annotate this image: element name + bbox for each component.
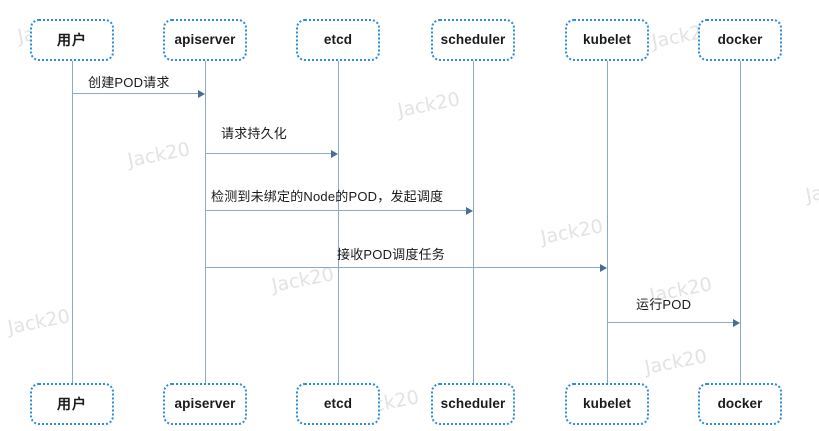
lifeline-kubelet bbox=[607, 61, 608, 383]
participant-box-docker-top[interactable]: docker bbox=[698, 19, 782, 61]
participant-box-apiserver-top[interactable]: apiserver bbox=[163, 19, 247, 61]
participant-label-user: 用户 bbox=[57, 32, 87, 48]
lifeline-scheduler bbox=[473, 61, 474, 383]
participant-box-kubelet-bottom[interactable]: kubelet bbox=[565, 383, 649, 425]
message-arrowhead-user-to-apiserver bbox=[198, 89, 205, 98]
message-arrowhead-apiserver-to-etcd bbox=[331, 149, 338, 158]
participant-box-apiserver-bottom[interactable]: apiserver bbox=[163, 383, 247, 425]
participant-label-docker: docker bbox=[717, 396, 763, 412]
participant-label-docker: docker bbox=[717, 32, 763, 48]
participant-box-docker-bottom[interactable]: docker bbox=[698, 383, 782, 425]
message-label-5: 运行POD bbox=[636, 297, 692, 312]
participant-label-user: 用户 bbox=[57, 396, 87, 412]
participant-box-etcd-bottom[interactable]: etcd bbox=[296, 383, 380, 425]
participant-label-kubelet: kubelet bbox=[583, 396, 631, 412]
lifeline-user bbox=[72, 61, 73, 383]
watermark: Jack20 bbox=[269, 263, 336, 297]
lifeline-docker bbox=[740, 61, 741, 383]
participant-label-scheduler: scheduler bbox=[440, 32, 506, 48]
message-arrowhead-apiserver-to-kubelet bbox=[600, 263, 607, 272]
participant-label-kubelet: kubelet bbox=[583, 32, 631, 48]
watermark: Jack20 bbox=[125, 138, 192, 172]
message-label-2: 请求持久化 bbox=[221, 126, 288, 141]
participant-box-user-bottom[interactable]: 用户 bbox=[30, 383, 114, 425]
watermark: Jack20 bbox=[5, 305, 72, 339]
watermark: Jack20 bbox=[395, 88, 462, 122]
message-label-1: 创建POD请求 bbox=[88, 75, 170, 90]
message-line-user-to-apiserver bbox=[72, 93, 199, 94]
message-label-3: 检测到未绑定的Node的POD，发起调度 bbox=[211, 189, 444, 204]
participant-box-scheduler-top[interactable]: scheduler bbox=[431, 19, 515, 61]
message-line-kubelet-to-docker bbox=[607, 322, 734, 323]
participant-label-apiserver: apiserver bbox=[174, 396, 236, 412]
message-arrowhead-apiserver-to-scheduler bbox=[466, 206, 473, 215]
message-line-apiserver-to-scheduler bbox=[205, 210, 467, 211]
participant-box-etcd-top[interactable]: etcd bbox=[296, 19, 380, 61]
watermark: Jack20 bbox=[642, 345, 709, 379]
participant-label-etcd: etcd bbox=[323, 396, 353, 412]
message-label-4: 接收POD调度任务 bbox=[337, 247, 445, 262]
participant-box-scheduler-bottom[interactable]: scheduler bbox=[431, 383, 515, 425]
participant-label-etcd: etcd bbox=[323, 32, 353, 48]
lifeline-etcd bbox=[338, 61, 339, 383]
lifeline-apiserver bbox=[205, 61, 206, 383]
message-line-apiserver-to-etcd bbox=[205, 153, 332, 154]
participant-box-kubelet-top[interactable]: kubelet bbox=[565, 19, 649, 61]
message-arrowhead-kubelet-to-docker bbox=[733, 318, 740, 327]
watermark: Jack20 bbox=[538, 215, 605, 249]
watermark: Jack20 bbox=[803, 173, 819, 207]
participant-label-apiserver: apiserver bbox=[174, 32, 236, 48]
message-line-apiserver-to-kubelet bbox=[205, 267, 601, 268]
participant-box-user-top[interactable]: 用户 bbox=[30, 19, 114, 61]
participant-label-scheduler: scheduler bbox=[440, 396, 506, 412]
